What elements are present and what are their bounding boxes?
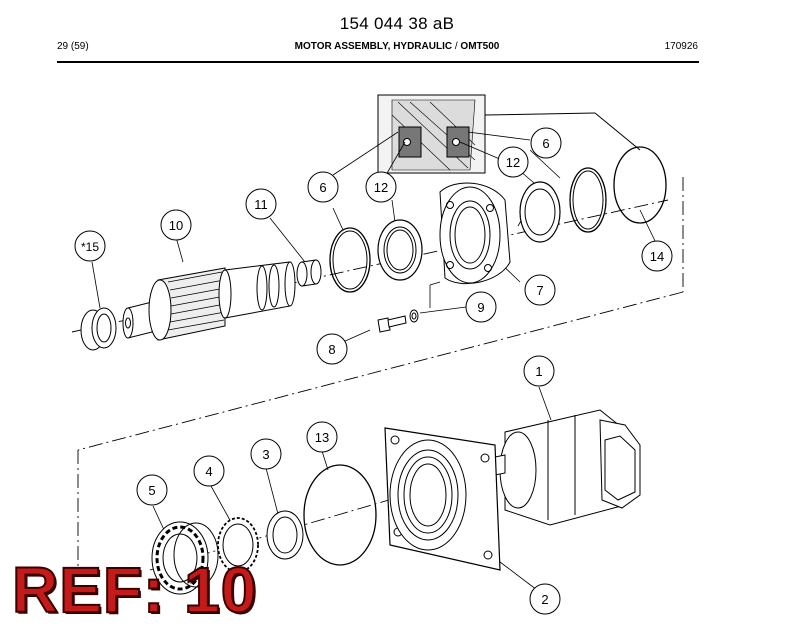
page-indicator: 29 (59) — [57, 41, 89, 52]
svg-text:8: 8 — [328, 342, 335, 357]
callout-12-left: 12 — [365, 171, 397, 203]
callout-8: 8 — [316, 333, 348, 365]
part-4-lock-washer — [217, 517, 259, 573]
callout-6-right: 6 — [530, 127, 562, 159]
part-13-o-ring — [303, 464, 377, 566]
part-11-bushing — [296, 259, 322, 287]
svg-text:6: 6 — [542, 136, 549, 151]
svg-text:9: 9 — [477, 300, 484, 315]
part-10-shaft — [122, 261, 296, 341]
callout-3: 3 — [250, 438, 282, 470]
seal-detail-inset — [377, 94, 641, 174]
part-9-washer — [409, 309, 419, 323]
callout-1: 1 — [523, 355, 555, 387]
svg-text:12: 12 — [506, 155, 520, 170]
header-divider — [57, 61, 699, 63]
callout-7: 7 — [524, 274, 556, 306]
svg-text:5: 5 — [148, 483, 155, 498]
reference-overlay-label: REF: 10 — [11, 554, 258, 626]
callout-2: 2 — [529, 583, 561, 615]
part-12-seal-left — [377, 219, 423, 281]
callout-11: 11 — [245, 188, 277, 220]
svg-text:1: 1 — [535, 364, 542, 379]
part-2-housing — [384, 427, 501, 571]
svg-text:2: 2 — [541, 592, 548, 607]
callout-bubbles: 1 2 3 4 5 6 6 7 — [74, 127, 673, 615]
part-6-ring-left — [329, 227, 371, 293]
part-8-screw — [377, 315, 407, 333]
callout-9: 9 — [465, 291, 497, 323]
callout-10: 10 — [160, 209, 192, 241]
callout-13: 13 — [306, 421, 338, 453]
svg-text:10: 10 — [169, 218, 183, 233]
svg-text:11: 11 — [254, 197, 268, 212]
callout-15: *15 — [74, 230, 106, 262]
callout-6-left: 6 — [307, 171, 339, 203]
title-separator: / — [452, 41, 461, 52]
svg-text:3: 3 — [262, 447, 269, 462]
part-3-ring — [266, 510, 304, 560]
svg-text:12: 12 — [374, 180, 388, 195]
part-6-ring-right — [569, 167, 607, 233]
title-main: MOTOR ASSEMBLY, HYDRAULIC — [294, 41, 453, 52]
document-title: MOTOR ASSEMBLY, HYDRAULIC / OMT500 — [0, 41, 794, 52]
svg-text:13: 13 — [315, 430, 329, 445]
svg-text:*15: *15 — [81, 240, 99, 254]
document-number: 154 044 38 aB — [339, 14, 455, 33]
callout-5: 5 — [136, 474, 168, 506]
svg-text:4: 4 — [205, 464, 212, 479]
callout-4: 4 — [193, 455, 225, 487]
svg-text:7: 7 — [536, 283, 543, 298]
part-7-cover — [439, 182, 511, 285]
callout-14: 14 — [641, 240, 673, 272]
part-15-seal — [80, 307, 117, 351]
part-14-o-ring — [613, 146, 667, 224]
svg-text:6: 6 — [319, 180, 326, 195]
svg-text:14: 14 — [650, 249, 664, 264]
callout-12-right: 12 — [497, 146, 529, 178]
title-model: OMT500 — [460, 41, 500, 52]
assembly-axis-lines — [71, 177, 684, 575]
part-5-bearing — [151, 521, 219, 595]
part-12-seal-right — [519, 181, 561, 243]
date-code: 170926 — [664, 41, 698, 52]
